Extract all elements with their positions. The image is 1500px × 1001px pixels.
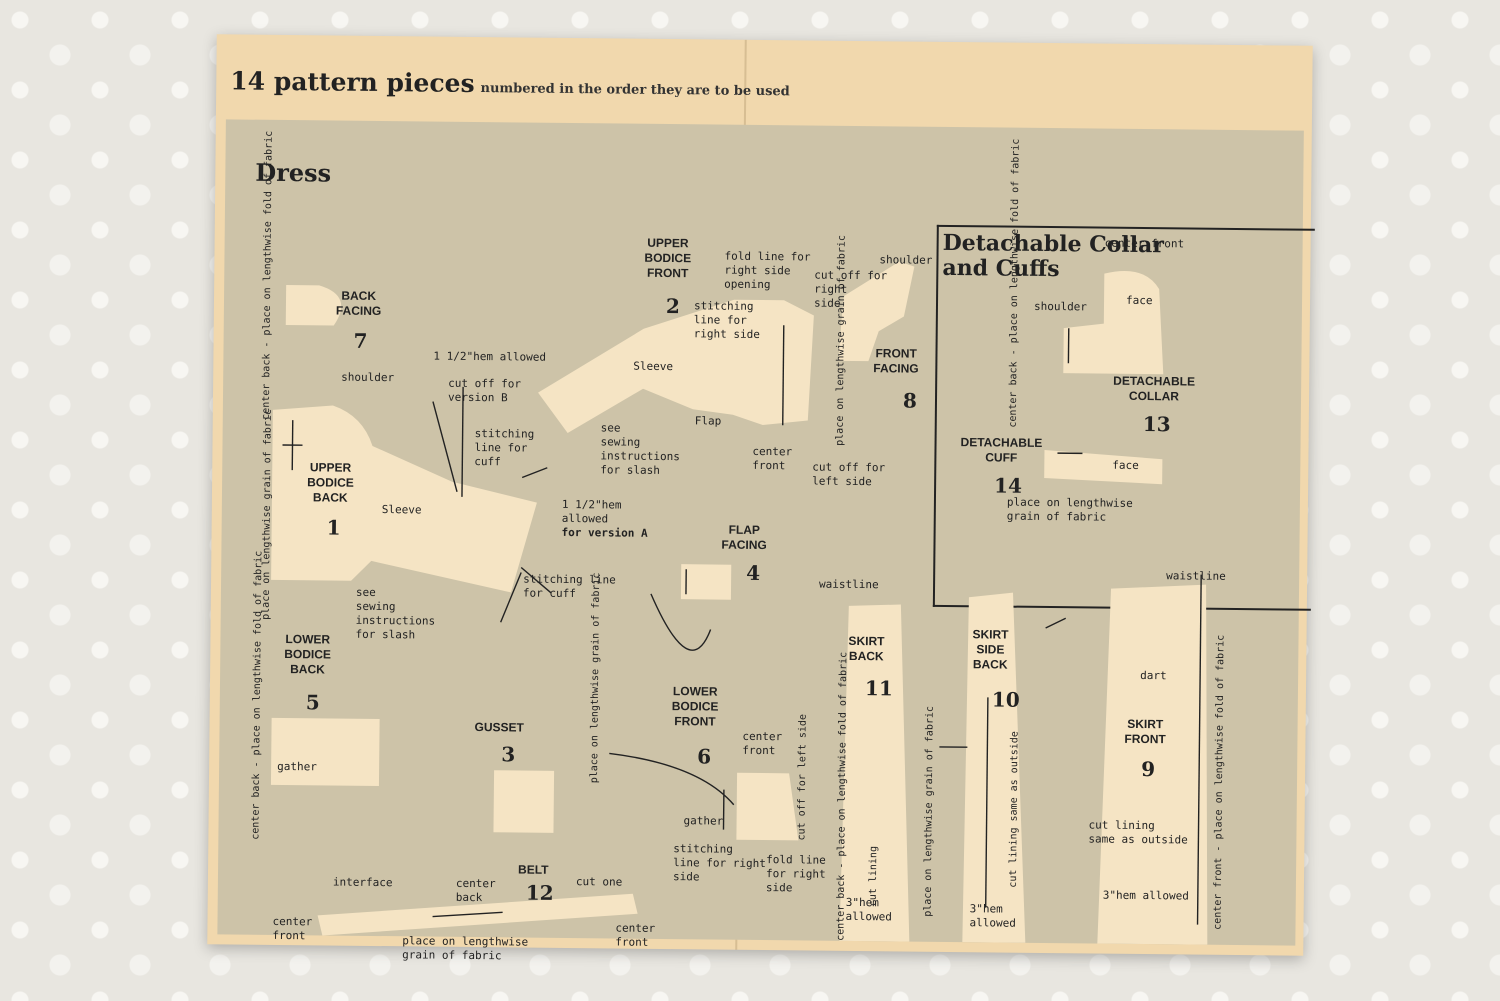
note-shoulder-collar: shoulder: [1033, 299, 1088, 314]
piece-3-shape: [493, 770, 555, 833]
piece-3-number: 3: [501, 742, 516, 767]
note-waistline-1: waistline: [819, 577, 879, 592]
piece-4-shape: [680, 564, 732, 600]
note-face-collar: face: [1125, 293, 1153, 308]
vnote-cut-lining-11: cut lining: [867, 845, 880, 907]
piece-12-shape: [317, 893, 638, 936]
piece-7-shape: [285, 285, 342, 326]
piece-6-shape: [736, 772, 799, 841]
header-subtitle: numbered in the order they are to be use…: [480, 81, 790, 100]
vnote-grain-3: place on lengthwise grain of fabric: [588, 572, 603, 784]
header: 14 pattern pieces numbered in the order t…: [230, 66, 790, 101]
note-sleeve-1: Sleeve: [381, 503, 422, 517]
piece-12-number: 12: [525, 880, 554, 905]
diagram-panel: Dress Detachable Collar and Cuffs: [217, 119, 1315, 962]
note-waistline-2: waistline: [1166, 569, 1226, 583]
note-hem-allowed: 1 1/2"hem allowed: [433, 349, 547, 364]
note-face-cuff: face: [1112, 458, 1139, 472]
piece-13-number: 13: [1142, 412, 1171, 437]
piece-5-shape: [270, 717, 380, 787]
header-title: 14 pattern pieces: [230, 66, 475, 98]
note-gather-6: gather: [683, 814, 724, 828]
note-dart: dart: [1140, 668, 1167, 683]
vnote-grain-10: place on lengthwise grain of fabric: [922, 706, 936, 917]
piece-12-label: BELT: [517, 862, 549, 877]
piece-11-shape: [839, 604, 910, 942]
pattern-shapes: [270, 261, 1208, 945]
vnote-grain-8: place on lengthwise grain of fabric: [834, 235, 848, 446]
piece-1-shape: [271, 405, 537, 593]
piece-10-shape: [962, 592, 1026, 943]
piece-9-shape: [1097, 584, 1208, 945]
note-cut-one: cut one: [575, 875, 623, 889]
note-center-front-collar: center front: [1104, 236, 1185, 251]
vnote-cut-off-left-6: cut off for left side: [796, 713, 809, 841]
piece-7-number: 7: [353, 328, 368, 353]
note-interface: interface: [332, 875, 393, 890]
note-gather-5: gather: [277, 759, 317, 774]
piece-2-number: 2: [665, 294, 681, 319]
piece-5-number: 5: [305, 690, 320, 715]
vnote-cut-lining-10: cut lining same as outside: [1007, 731, 1021, 888]
note-shoulder: shoulder: [341, 370, 395, 385]
piece-1-number: 1: [326, 515, 341, 540]
piece-14-number: 14: [993, 473, 1023, 498]
note-shoulder-8: shoulder: [879, 253, 933, 267]
piece-8-number: 8: [902, 388, 918, 413]
piece-6-number: 6: [697, 744, 712, 769]
note-hem-3-9: 3"hem allowed: [1102, 888, 1189, 903]
piece-4-number: 4: [746, 560, 761, 586]
piece-13-shape: [1063, 271, 1164, 375]
piece-10-number: 10: [991, 687, 1020, 712]
piece-8-shape: [838, 261, 915, 362]
piece-2-shape: [538, 299, 814, 433]
piece-14-shape: [1044, 449, 1163, 485]
piece-9-number: 9: [1141, 757, 1156, 782]
note-sleeve-2: Sleeve: [633, 359, 674, 374]
piece-3-label: GUSSET: [474, 720, 524, 735]
pattern-sheet: 14 pattern pieces numbered in the order t…: [207, 34, 1315, 962]
note-flap: Flap: [694, 414, 722, 428]
piece-11-number: 11: [864, 676, 893, 701]
